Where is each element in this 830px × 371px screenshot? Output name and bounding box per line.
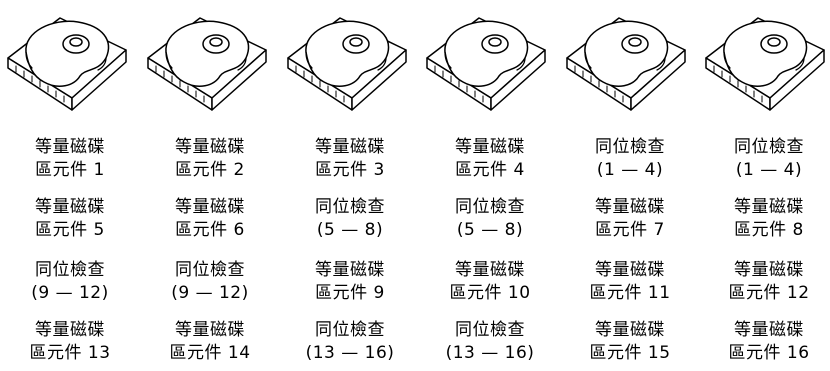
hard-drive-icon [700, 6, 828, 114]
cell-line-1: 等量磁碟 [734, 197, 804, 217]
stripe-cell: 等量磁碟區元件 8 [699, 196, 830, 242]
cell-line-1: 等量磁碟 [455, 137, 525, 157]
cell-line-1: 等量磁碟 [734, 320, 804, 340]
stripe-cell: 等量磁碟區元件 6 [140, 196, 280, 242]
cell-line-1: 同位檢查 [455, 197, 525, 217]
cell-line-1: 等量磁碟 [595, 320, 665, 340]
cell-line-2: 區元件 10 [449, 283, 531, 303]
cell-line-2: (9 — 12) [31, 283, 109, 303]
stripe-cell: 等量磁碟區元件 1 [0, 136, 140, 182]
cell-line-1: 等量磁碟 [595, 197, 665, 217]
cell-line-1: 等量磁碟 [35, 137, 105, 157]
cell-line-1: 同位檢查 [315, 197, 385, 217]
stripe-cell: 同位檢查 (13 — 16) [420, 319, 560, 365]
cell-line-2: 區元件 6 [175, 220, 245, 240]
cell-line-1: 等量磁碟 [175, 197, 245, 217]
stripe-cell: 等量磁碟區元件 11 [560, 259, 700, 305]
stripe-cell: 等量磁碟區元件 14 [140, 319, 280, 365]
cell-line-1: 等量磁碟 [35, 197, 105, 217]
hard-drive-icon [2, 6, 130, 114]
cell-line-1: 同位檢查 [595, 137, 665, 157]
cell-line-2: 區元件 4 [455, 160, 525, 180]
cell-line-1: 等量磁碟 [315, 137, 385, 157]
cell-line-2: 區元件 12 [728, 283, 810, 303]
cell-line-1: 等量磁碟 [595, 260, 665, 280]
cell-line-1: 同位檢查 [175, 260, 245, 280]
stripe-cell: 同位檢查 (9 — 12) [0, 259, 140, 305]
cell-line-2: 區元件 14 [169, 343, 251, 363]
stripe-cell: 等量磁碟區元件 5 [0, 196, 140, 242]
cell-line-2: 區元件 16 [728, 343, 810, 363]
stripe-cell: 同位檢查 (1 — 4) [560, 136, 700, 182]
stripe-cell: 等量磁碟區元件 13 [0, 319, 140, 365]
cell-line-2: 區元件 8 [734, 220, 804, 240]
stripe-cell: 等量磁碟區元件 15 [560, 319, 700, 365]
hard-drive-icon [421, 6, 549, 114]
cell-line-1: 等量磁碟 [175, 137, 245, 157]
stripe-cell: 等量磁碟區元件 10 [420, 259, 560, 305]
stripe-cell: 等量磁碟區元件 7 [560, 196, 700, 242]
hard-drive-icon [561, 6, 689, 114]
cell-line-2: 區元件 1 [35, 160, 105, 180]
cell-line-1: 等量磁碟 [455, 260, 525, 280]
cell-line-2: 區元件 2 [175, 160, 245, 180]
cell-line-1: 同位檢查 [315, 320, 385, 340]
cell-line-2: (9 — 12) [171, 283, 249, 303]
stripe-cell: 同位檢查 (5 — 8) [280, 196, 420, 242]
cell-line-1: 等量磁碟 [35, 320, 105, 340]
cell-line-2: (13 — 16) [305, 343, 395, 363]
hard-drive-icon [282, 6, 410, 114]
cell-line-2: (1 — 4) [596, 160, 664, 180]
cell-line-2: (1 — 4) [735, 160, 803, 180]
cell-line-2: 區元件 13 [29, 343, 111, 363]
stripe-cell: 等量磁碟區元件 16 [699, 319, 830, 365]
cell-line-1: 等量磁碟 [175, 320, 245, 340]
cell-line-2: (13 — 16) [445, 343, 535, 363]
stripe-cell: 等量磁碟區元件 9 [280, 259, 420, 305]
stripe-cell: 同位檢查 (5 — 8) [420, 196, 560, 242]
cell-line-1: 等量磁碟 [734, 260, 804, 280]
stripe-cell: 等量磁碟區元件 4 [420, 136, 560, 182]
stripe-cell: 同位檢查 (1 — 4) [699, 136, 830, 182]
cell-line-1: 同位檢查 [455, 320, 525, 340]
cell-line-1: 同位檢查 [734, 137, 804, 157]
cell-line-2: 區元件 9 [315, 283, 385, 303]
cell-line-1: 等量磁碟 [315, 260, 385, 280]
cell-line-2: 區元件 11 [589, 283, 671, 303]
hard-drive-icon [142, 6, 270, 114]
stripe-cell: 同位檢查 (9 — 12) [140, 259, 280, 305]
stripe-cell: 等量磁碟區元件 12 [699, 259, 830, 305]
cell-line-2: 區元件 7 [595, 220, 665, 240]
cell-line-1: 同位檢查 [35, 260, 105, 280]
disk-row [0, 6, 830, 116]
cell-line-2: 區元件 15 [589, 343, 671, 363]
stripe-cell: 同位檢查 (13 — 16) [280, 319, 420, 365]
stripe-cell: 等量磁碟區元件 2 [140, 136, 280, 182]
cell-line-2: 區元件 5 [35, 220, 105, 240]
cell-line-2: 區元件 3 [315, 160, 385, 180]
cell-line-2: (5 — 8) [316, 220, 384, 240]
cell-line-2: (5 — 8) [456, 220, 524, 240]
stripe-cell: 等量磁碟區元件 3 [280, 136, 420, 182]
